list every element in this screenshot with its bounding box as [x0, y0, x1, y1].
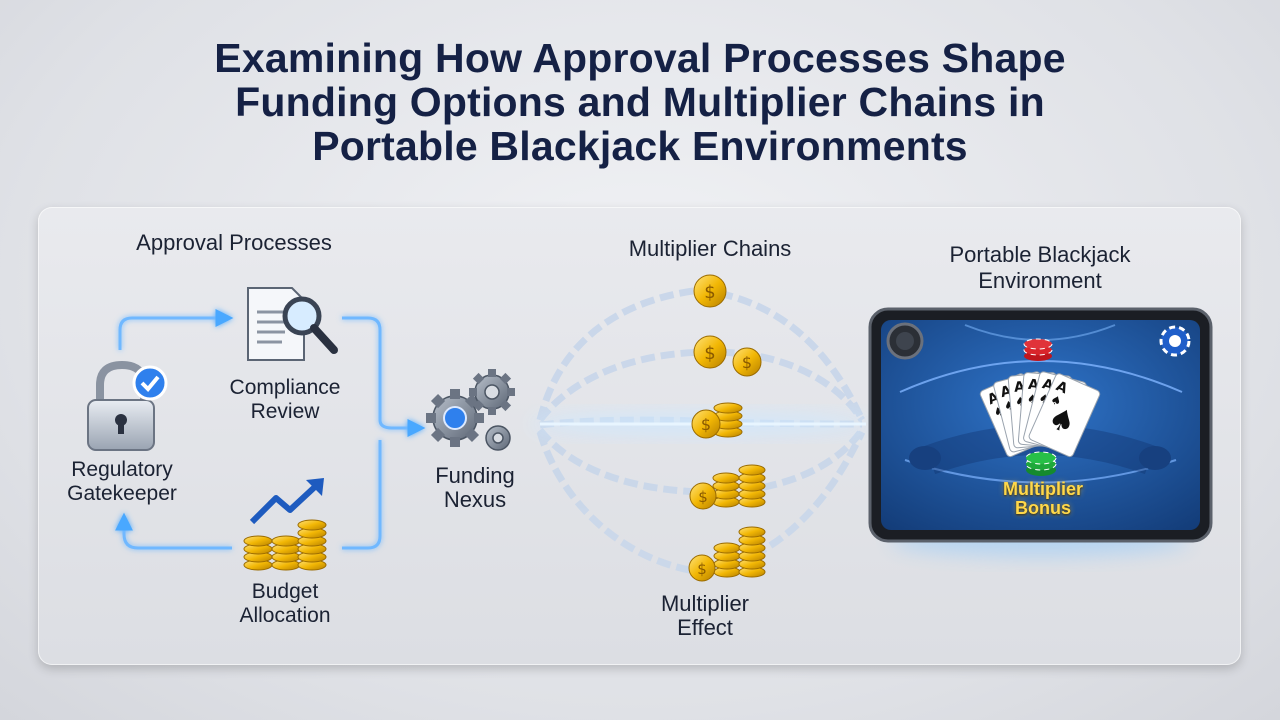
svg-text:$: $	[698, 488, 708, 506]
portable-blackjack-header: Portable Blackjack Environment	[905, 242, 1175, 294]
bonus-line-2: Bonus	[1015, 498, 1071, 518]
coin-stack-4: $	[689, 464, 766, 510]
trend-arrow-icon	[249, 478, 324, 525]
green-chip-stack-icon	[1025, 451, 1057, 476]
device-control-knob	[886, 322, 924, 360]
multiplier-bonus-text: Multiplier Bonus	[968, 480, 1118, 518]
title-line-1: Examining How Approval Processes Shape	[214, 35, 1066, 81]
svg-text:$: $	[697, 560, 707, 578]
gears-icon	[426, 369, 515, 451]
nexus-line-2: Nexus	[443, 487, 507, 512]
spade-icon: ♠	[1026, 392, 1038, 407]
device-header-line-1: Portable Blackjack	[949, 242, 1131, 267]
red-chip-stack-icon	[1023, 338, 1053, 361]
budget-line-2: Allocation	[239, 604, 331, 627]
budget-allocation-label: Budget Allocation	[210, 580, 360, 628]
effect-line-2: Effect	[677, 615, 733, 640]
device-header-line-2: Environment	[978, 268, 1102, 293]
gatekeeper-line-1: Regulatory	[71, 458, 173, 481]
document-search-icon	[247, 287, 338, 361]
svg-text:$: $	[704, 343, 715, 364]
budget-line-1: Budget	[251, 580, 319, 603]
nexus-line-1: Funding	[435, 463, 515, 488]
playing-card: A♠♠	[1028, 373, 1101, 458]
compliance-line-2: Review	[250, 400, 320, 423]
page-title: Examining How Approval Processes Shape F…	[0, 36, 1280, 168]
coin-stack-5: $	[688, 526, 766, 582]
blue-chip-stack-icon	[1159, 325, 1191, 357]
budget-coins-icon	[243, 519, 327, 571]
title-line-2: Funding Options and Multiplier Chains in	[235, 79, 1045, 125]
multiplier-chains-header: Multiplier Chains	[628, 236, 792, 261]
funding-nexus-label: Funding Nexus	[405, 464, 545, 512]
compliance-line-1: Compliance	[229, 376, 341, 399]
regulatory-gatekeeper-label: Regulatory Gatekeeper	[52, 458, 192, 506]
check-badge-icon	[132, 365, 168, 401]
playing-cards-fan: A♠A♠A♠A♠A♠A♠♠	[979, 371, 1101, 458]
bonus-line-1: Multiplier	[1003, 479, 1083, 499]
compliance-review-label: Compliance Review	[210, 376, 360, 424]
gatekeeper-line-2: Gatekeeper	[67, 482, 177, 505]
svg-text:$: $	[742, 353, 752, 372]
spade-icon: ♠	[1048, 392, 1064, 409]
spade-icon: ♠	[1015, 394, 1027, 409]
coin-stack-1: $	[693, 274, 727, 308]
svg-text:$: $	[701, 415, 711, 434]
coin-stack-3: $	[691, 402, 743, 439]
approval-flow-arrows	[115, 309, 426, 550]
title-line-3: Portable Blackjack Environments	[312, 123, 968, 169]
approval-processes-header: Approval Processes	[136, 230, 332, 255]
svg-text:$: $	[704, 282, 715, 303]
coin-stack-2: $ $	[693, 335, 762, 377]
effect-line-1: Multiplier	[660, 591, 750, 616]
multiplier-effect-label: Multiplier Effect	[620, 592, 790, 640]
